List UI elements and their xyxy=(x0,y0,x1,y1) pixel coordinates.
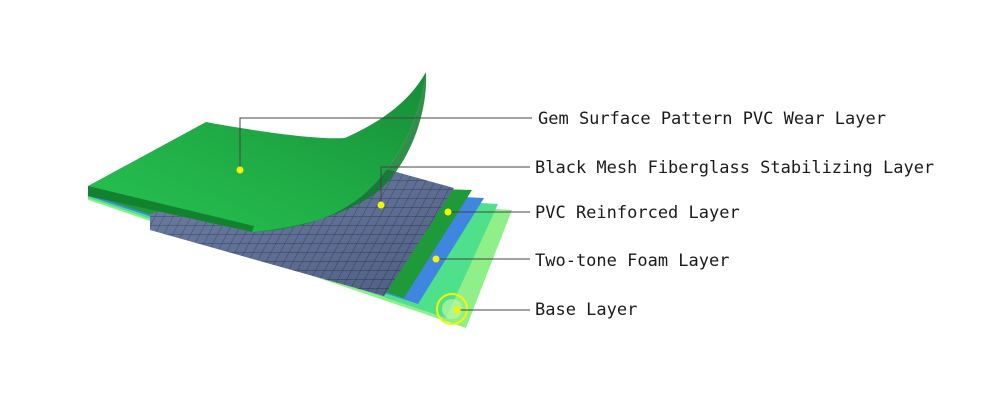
markers xyxy=(236,166,461,314)
base-layer-ring xyxy=(436,293,468,325)
wear-layer-shape xyxy=(88,72,426,232)
marker-mesh xyxy=(377,201,385,209)
label-wear-layer: Gem Surface Pattern PVC Wear Layer xyxy=(538,109,886,129)
label-base-layer: Base Layer xyxy=(535,300,638,320)
marker-foam xyxy=(432,255,440,263)
label-mesh-layer: Black Mesh Fiberglass Stabilizing Layer xyxy=(535,158,935,178)
marker-pvc xyxy=(444,208,452,216)
marker-base xyxy=(453,306,461,314)
leader-line-mesh xyxy=(380,166,530,205)
leader-lines xyxy=(239,117,532,311)
label-pvc-reinforced-layer: PVC Reinforced Layer xyxy=(535,203,740,223)
leader-line-wear xyxy=(239,117,532,170)
label-foam-layer: Two-tone Foam Layer xyxy=(535,251,730,271)
marker-wear xyxy=(236,166,244,174)
